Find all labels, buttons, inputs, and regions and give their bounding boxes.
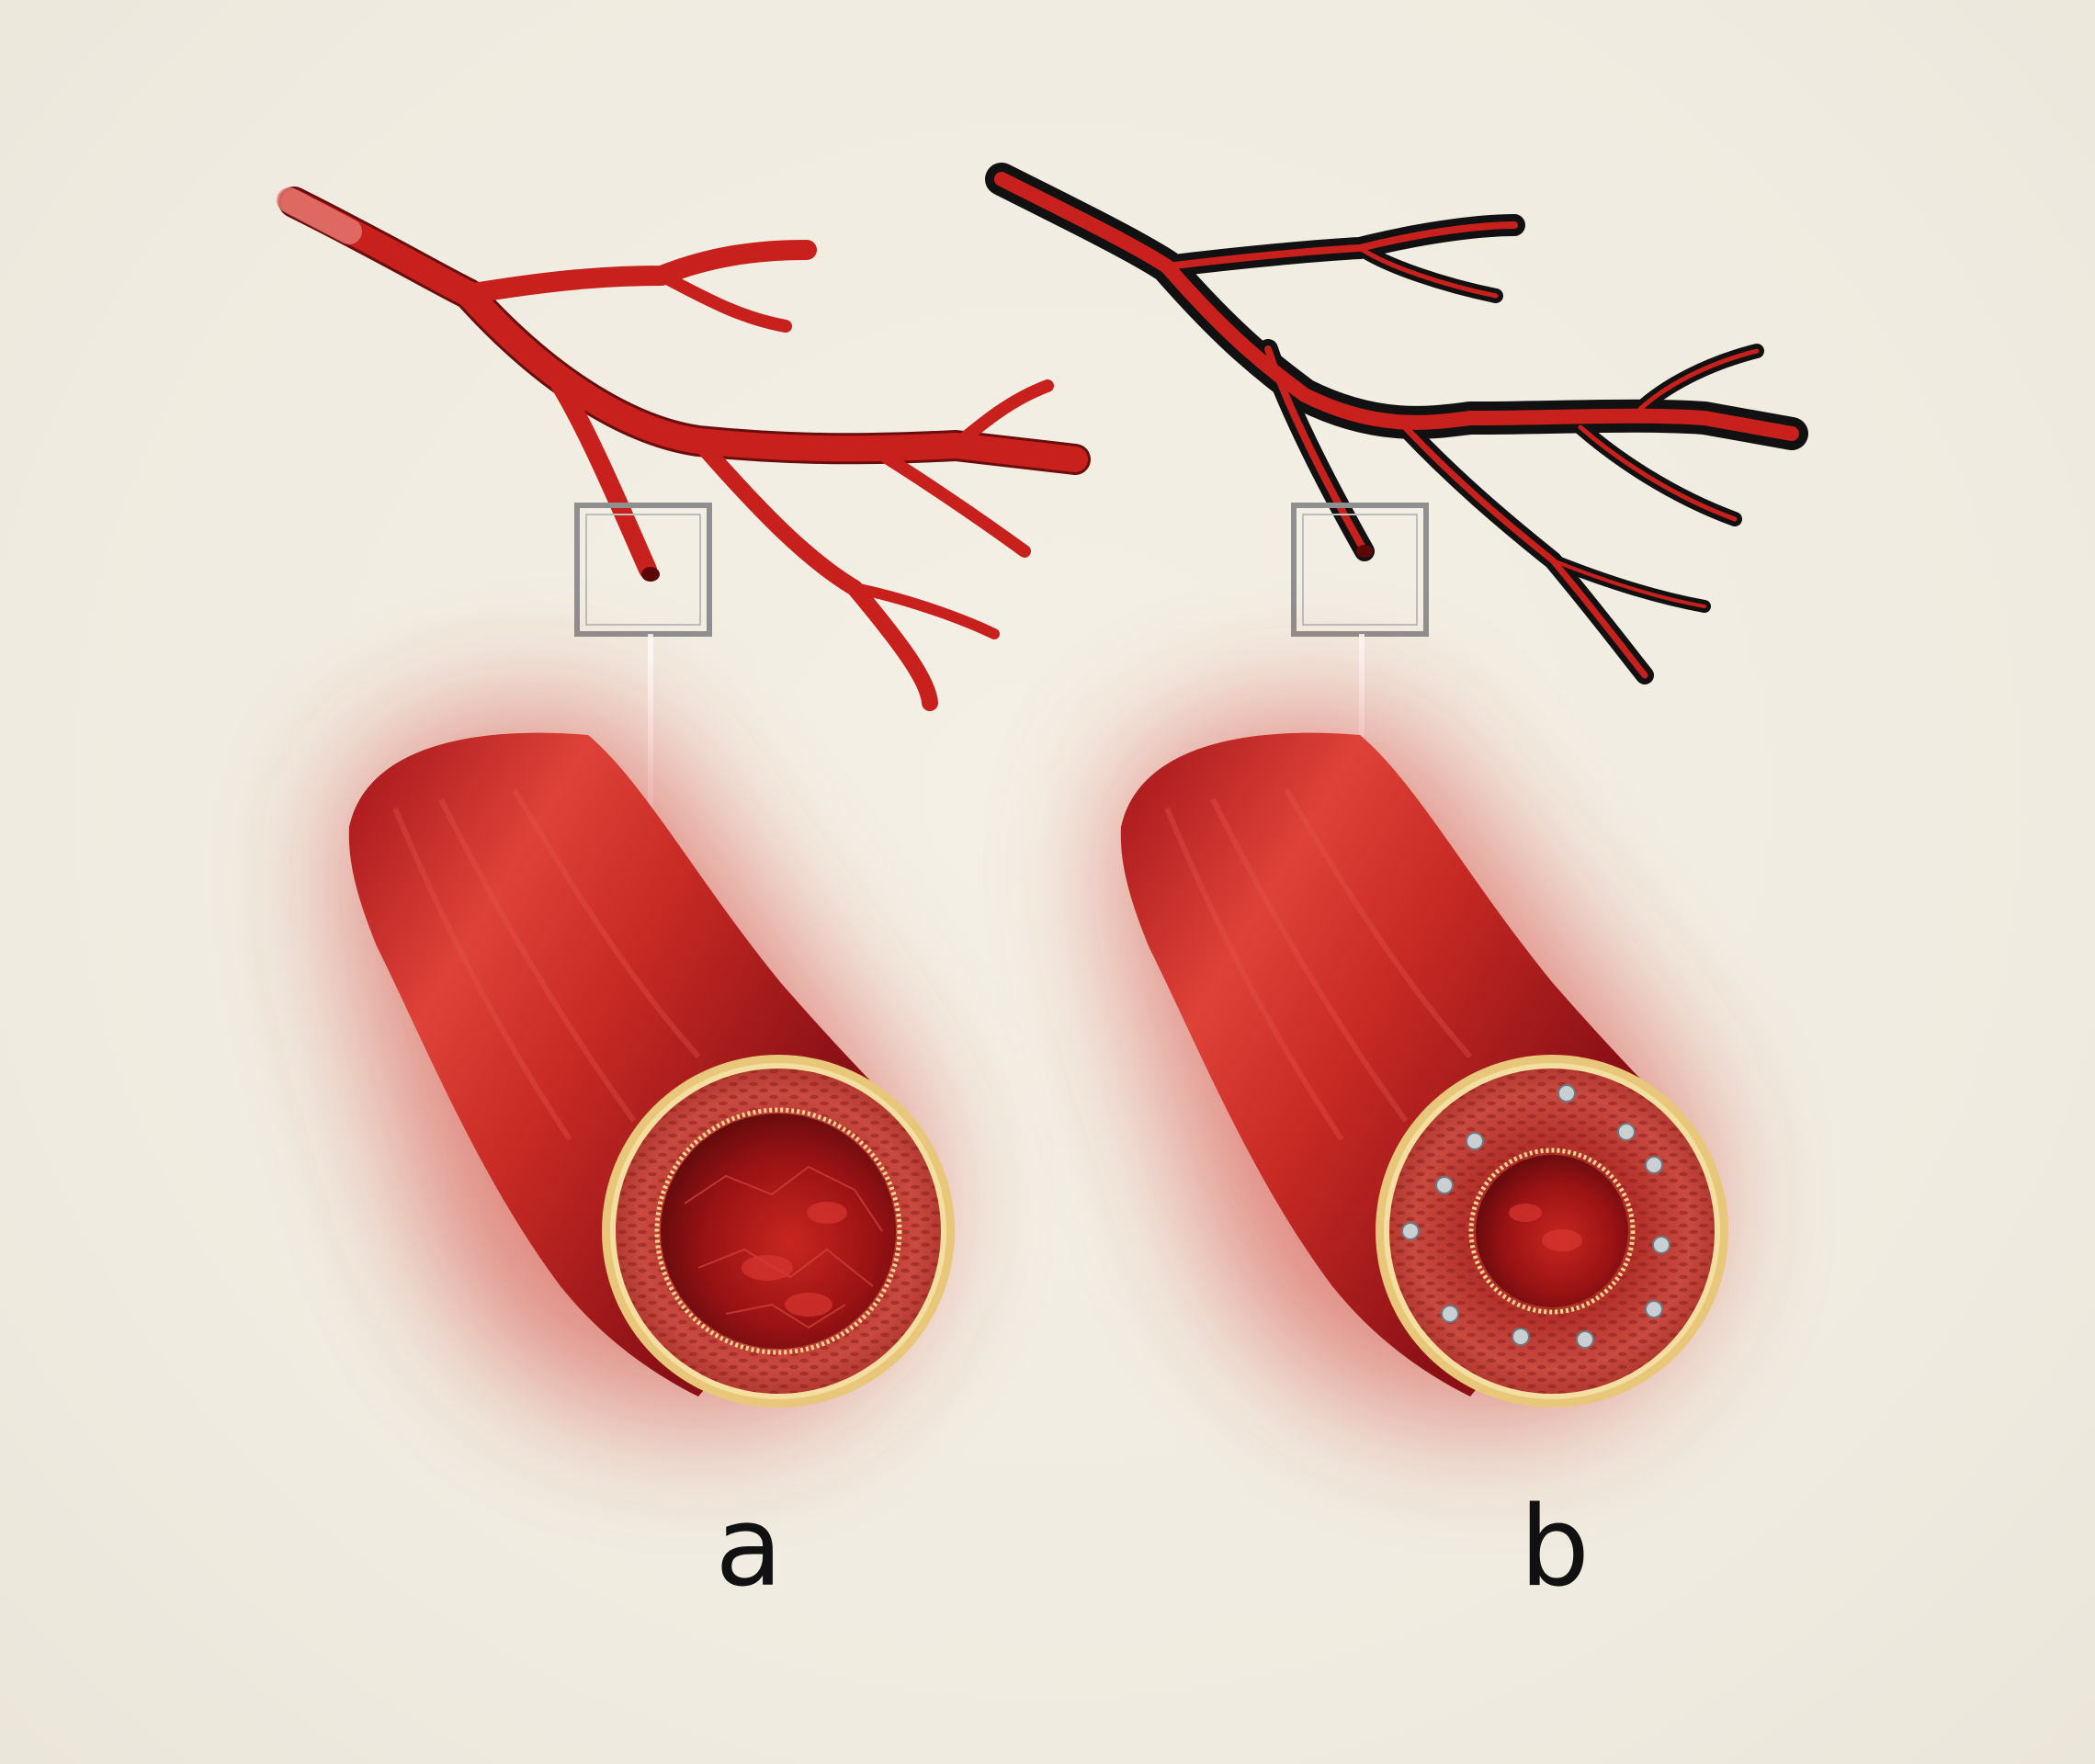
vessel-section-a [347,715,955,1418]
panel-label-a: a [715,1484,783,1611]
vessel-tree-a [277,187,1091,711]
vessel-tree-b [985,163,1808,684]
vessel-section-b [1120,715,1728,1418]
panel-label-b: b [1519,1484,1591,1611]
